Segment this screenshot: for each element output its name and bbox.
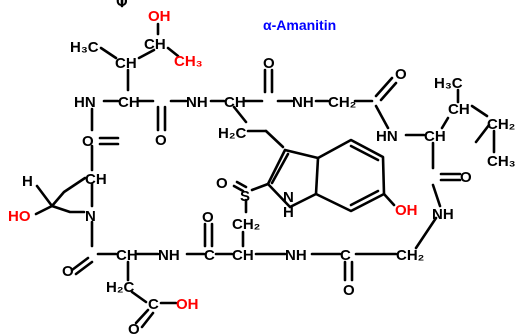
o-r-label: O [460,169,472,186]
bond [374,76,394,98]
hn-left-label: HN [74,94,96,111]
bond [414,216,438,250]
bond [379,81,398,102]
ch-a-label: CH [118,94,140,111]
bond [440,116,450,130]
c-bot2-label: C [340,247,351,264]
h2c-asp-label: H₂C [106,279,134,296]
bond [130,290,148,304]
ch-bot-label: CH [116,247,138,264]
molecule-title: α-Amanitin [263,17,336,33]
ch2-bot-label: CH₂ [396,247,424,264]
bond [264,129,285,149]
o-a-label: O [155,132,167,149]
ch-pro-label: CH [85,171,107,188]
c-asp-label: C [148,296,159,313]
hydroxyl-pro-label: HO [8,208,31,225]
bond [232,184,245,193]
atom-labels: α-Amanitin O OH H₃C CH CH₃ CH HN CH NH C… [8,0,516,336]
bond [374,104,390,130]
n-indole-label: N [283,189,294,206]
o-s-label: O [216,175,228,192]
ch-right-label: CH [448,101,470,118]
bond [166,46,180,58]
n-pro-label: N [85,208,96,225]
bond [266,148,320,209]
nh-b-label: NH [292,94,314,111]
h-pro-label: H [22,173,33,190]
ch-branch-label: CH [144,36,166,53]
o-bot2-label: O [343,282,355,299]
oh-indole-label: OH [395,202,418,219]
bond [235,180,248,189]
o-b-label: O [263,55,275,72]
bond [314,138,386,213]
c-left-label: O [82,133,94,150]
nh-a-label: NH [186,94,208,111]
bond [431,183,442,208]
nh-r-label: NH [432,206,454,223]
bond [470,104,489,118]
bond [250,182,270,192]
bond [70,256,90,272]
bond [349,189,380,207]
s-atom-label: S [240,188,250,205]
o-bot-label: O [62,263,74,280]
ch2-b-label: CH₂ [328,94,356,111]
bond [34,204,54,216]
ch-b-label: CH [224,94,246,111]
h-indole-label: H [283,204,294,221]
nh-bot2-label: NH [285,247,307,264]
c-bot-label: C [204,247,215,264]
ch3-right-label: CH₃ [487,153,516,170]
bond [232,105,248,124]
ch-top-label: CH [115,55,137,72]
bond [140,311,155,329]
bond [99,46,118,60]
bond [349,144,380,162]
bond [35,184,54,208]
bond [270,152,290,185]
o-cys-label: O [202,209,214,226]
ch2-cys-label: CH₂ [232,216,260,233]
oh-asp-label: OH [176,296,199,313]
ch3-red-label: CH₃ [174,53,203,70]
o-asp-label: O [128,321,140,336]
h3c-top-label: H₃C [70,39,99,56]
h2c-trp-label: H₂C [218,125,246,142]
bond [474,123,491,144]
bond [74,260,94,276]
hn-right-label: HN [376,128,398,145]
ch2-right-label: CH₂ [487,116,515,133]
bonds [34,0,496,329]
ch-cys-label: CH [232,247,254,264]
o-gly-label: O [395,66,407,83]
bond [382,192,396,207]
oxygen-top-label: O [116,0,128,10]
hydroxyl-top-label: OH [148,8,171,25]
bond [50,176,87,214]
bond [134,308,150,325]
h3c-right-label: H₃C [434,75,463,92]
nh-bot1-label: NH [158,247,180,264]
bond [137,48,156,60]
ch-r-label: CH [424,128,446,145]
